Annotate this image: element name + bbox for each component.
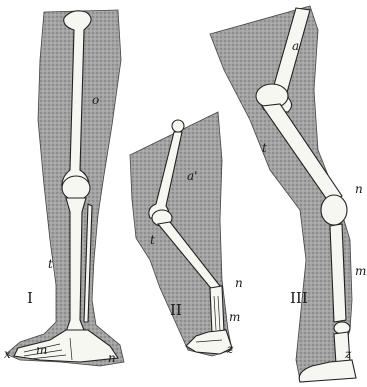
figure-i-label-m: m (36, 343, 47, 357)
figure-i-label-o: o (92, 93, 99, 107)
figure-iii-hock (321, 195, 347, 225)
figure-ii-label-n: n (235, 276, 243, 290)
figure-ii-metatarsals (210, 286, 224, 334)
figure-i-roman: I (27, 289, 33, 307)
figure-iii-label-n: n (355, 182, 363, 196)
figure-ii-label-t: t (150, 233, 155, 247)
figure-i-label-t: t (48, 257, 53, 271)
figure-i-patella (62, 176, 90, 200)
figure-iii-label-a: a (292, 39, 299, 53)
figure-iii-label-z: z (344, 347, 352, 361)
figure-iii-label-m: m (355, 264, 366, 278)
figure-i-label-n: n (108, 351, 116, 365)
figure-iii-horse-leg: a t n m z III (210, 6, 366, 382)
figure-ii-label-a: a' (187, 169, 197, 183)
figure-ii-label-m: m (229, 310, 240, 324)
figure-iii-label-t: t (262, 141, 267, 155)
figure-iii-roman: III (290, 289, 308, 307)
figure-i-human-leg: o t x m n I (4, 10, 124, 366)
figure-ii-femur-head (172, 120, 184, 132)
figure-i-label-x: x (4, 347, 11, 361)
figure-ii-label-z: z (226, 342, 234, 356)
figure-ii-roman: II (170, 301, 182, 319)
figure-ii-animal-leg: a' t n m z II (130, 112, 243, 356)
